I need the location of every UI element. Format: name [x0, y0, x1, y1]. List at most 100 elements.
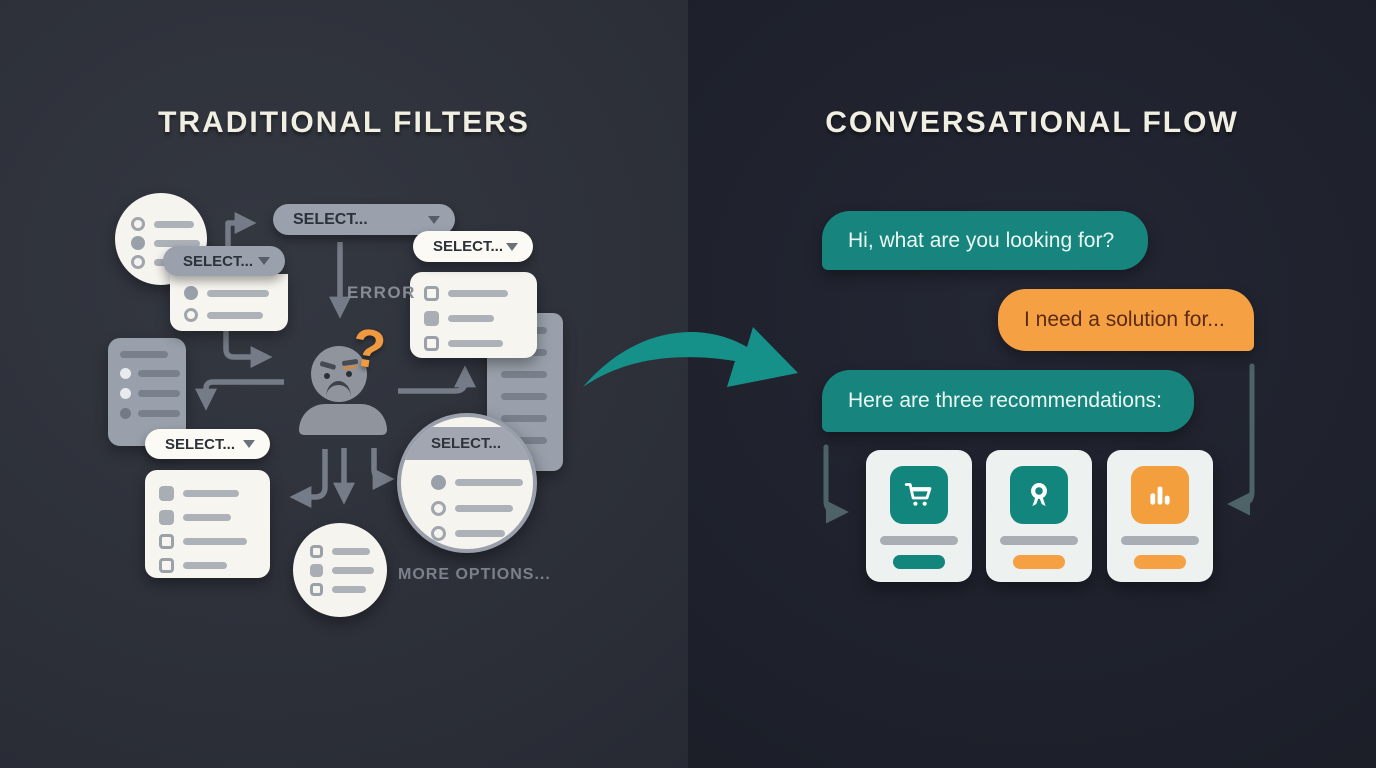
- card-title-line: [1000, 536, 1078, 545]
- text-line: [183, 562, 227, 569]
- dropdown-label: SELECT...: [293, 210, 368, 228]
- radio-icon: [184, 286, 198, 300]
- checkbox-icon: [159, 534, 174, 549]
- list-row: [120, 408, 180, 419]
- text-line: [138, 410, 180, 417]
- checkbox-list-card-2: [145, 470, 270, 578]
- text-line: [501, 415, 547, 422]
- error-label: ERROR: [347, 283, 416, 302]
- select-dropdown-4: SELECT...: [145, 429, 270, 459]
- text-line: [154, 239, 200, 247]
- dropdown-label: SELECT...: [183, 252, 254, 270]
- right-panel-title: CONVERSATIONAL FLOW: [825, 106, 1239, 139]
- text-line: [332, 586, 366, 593]
- checkbox-icon: [159, 486, 174, 501]
- card-title-line: [880, 536, 958, 545]
- dropdown-band: SELECT...: [401, 427, 533, 460]
- flow-arrow: [223, 331, 273, 368]
- checkbox-row: [310, 545, 370, 558]
- chat-bubble-user: I need a solution for...: [998, 289, 1254, 351]
- list-row: [120, 368, 180, 379]
- person-head: [311, 346, 367, 402]
- text-line: [183, 514, 231, 521]
- text-line: [183, 490, 239, 497]
- left-flow-arrows: [195, 212, 476, 508]
- text-line: [207, 289, 269, 297]
- dropdown-label: SELECT...: [433, 238, 504, 255]
- checkbox-list-card: [410, 272, 537, 358]
- radio-icon: [431, 501, 446, 516]
- text-line: [183, 538, 247, 545]
- flow-arrow: [289, 449, 328, 508]
- flow-arrow: [195, 379, 284, 411]
- options-circle: [293, 523, 387, 617]
- select-dropdown-1: SELECT...: [273, 204, 455, 235]
- text-line: [138, 370, 180, 377]
- list-row: [120, 351, 168, 358]
- flow-arrow: [398, 365, 476, 394]
- checkbox-row: [159, 486, 239, 501]
- radio-icon: [131, 255, 145, 269]
- radio-row: [131, 217, 194, 231]
- text-line: [332, 548, 370, 555]
- text-line: [120, 351, 168, 358]
- radio-row: [184, 286, 269, 300]
- right-flow-arrows: [823, 363, 1255, 524]
- dropdown-label: SELECT...: [165, 435, 236, 453]
- radio-icon: [431, 526, 446, 541]
- dropdown-label: SELECT...: [431, 435, 502, 452]
- radio-row: [184, 308, 263, 322]
- radio-row: [131, 236, 200, 250]
- checkbox-row: [310, 564, 374, 577]
- text-line: [501, 371, 547, 378]
- radio-icon: [131, 217, 145, 231]
- text-line: [448, 315, 494, 322]
- award-ribbon-icon: [1010, 466, 1068, 524]
- checkbox-row: [159, 558, 227, 573]
- filter-list-card: [108, 338, 186, 446]
- radio-row: [431, 501, 513, 516]
- checkbox-row: [424, 286, 508, 301]
- select-dropdown-circle: SELECT...: [397, 413, 537, 553]
- checkbox-icon: [310, 564, 323, 577]
- checkbox-row: [424, 336, 503, 351]
- person-body: [299, 404, 387, 435]
- frown-mouth: [326, 381, 351, 397]
- checkbox-row: [159, 534, 247, 549]
- caret-down-icon: [258, 257, 270, 265]
- caret-down-icon: [506, 242, 518, 251]
- bullet-icon: [120, 408, 131, 419]
- radio-row: [431, 475, 523, 490]
- recommendation-card-1: [866, 450, 972, 582]
- text-line: [501, 393, 547, 400]
- bullet-icon: [120, 388, 131, 399]
- bullet-icon: [120, 368, 131, 379]
- checkbox-icon: [424, 286, 439, 301]
- chat-message-text: Here are three recommendations:: [848, 389, 1162, 412]
- more-options-label: MORE OPTIONS...: [398, 566, 551, 583]
- text-line: [332, 567, 374, 574]
- caret-down-icon: [243, 440, 255, 448]
- flow-arrow-to-cards-left: [823, 444, 849, 524]
- eyebrow: [319, 360, 337, 370]
- checkbox-icon: [424, 311, 439, 326]
- text-line: [448, 340, 503, 347]
- text-line: [138, 390, 180, 397]
- chat-bubble-assistant-1: Hi, what are you looking for?: [822, 211, 1148, 270]
- checkbox-row: [424, 311, 494, 326]
- checkbox-icon: [159, 558, 174, 573]
- flow-arrow: [371, 448, 395, 490]
- text-line: [448, 290, 508, 297]
- card-accent-pill: [1134, 555, 1186, 569]
- checkbox-icon: [159, 510, 174, 525]
- text-line: [455, 479, 523, 486]
- eye: [346, 371, 352, 377]
- card-accent-pill: [893, 555, 945, 569]
- select-dropdown-3: SELECT...: [413, 231, 533, 262]
- card-accent-pill: [1013, 555, 1065, 569]
- text-line: [455, 530, 505, 537]
- transition-swoosh-arrow-icon: [583, 327, 798, 387]
- left-panel-title: TRADITIONAL FILTERS: [158, 106, 530, 139]
